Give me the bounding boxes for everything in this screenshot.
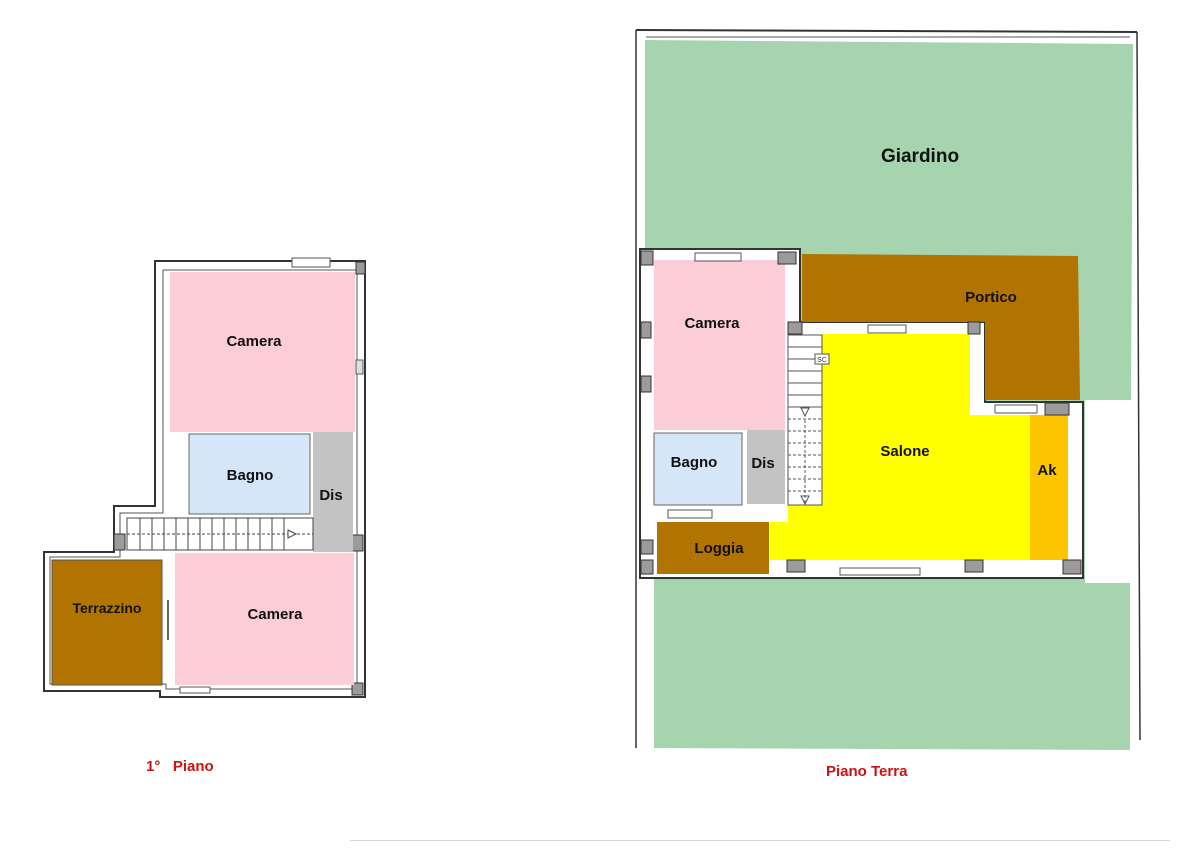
first-floor-caption: 1° Piano	[146, 758, 214, 775]
ground-floor-caption: Piano Terra	[826, 763, 908, 780]
portico-label: Portico	[965, 289, 1017, 306]
ground-floor-ak	[1030, 415, 1068, 560]
first-floor-stairs	[126, 517, 314, 551]
ground-floor-stairs	[787, 334, 830, 506]
ground-floor-salone	[770, 334, 1030, 560]
bottom-divider	[350, 840, 1170, 841]
first-floor-caption-name: Piano	[172, 758, 214, 775]
ground-floor-bagno-label: Bagno	[671, 454, 718, 471]
loggia-label: Loggia	[694, 540, 744, 557]
ground-floor-camera	[654, 260, 785, 430]
first-floor-camera-top-label: Camera	[226, 333, 282, 350]
ak-label: Ak	[1037, 462, 1057, 479]
first-floor-camera-bottom	[175, 553, 354, 685]
first-floor-dis-label: Dis	[319, 487, 342, 504]
ground-floor-portico	[802, 254, 1080, 400]
giardino-label: Giardino	[881, 146, 959, 167]
ground-floor-camera-label: Camera	[684, 315, 740, 332]
salone-label: Salone	[880, 443, 929, 460]
ground-floor-plan: SC Giardino Portico Camera Salone Ak Bag…	[635, 29, 1141, 750]
ground-floor-dis	[747, 430, 785, 504]
first-floor-bagno-label: Bagno	[227, 467, 274, 484]
ground-floor-bagno	[653, 432, 743, 506]
first-floor-dis	[313, 432, 353, 552]
first-floor-bagno	[188, 433, 311, 515]
first-floor-camera-top	[170, 272, 355, 432]
first-floor-walls	[43, 260, 366, 698]
first-floor-plan: Camera Bagno Dis Terrazzino Camera	[43, 257, 366, 698]
first-floor-caption-number: 1°	[146, 758, 161, 775]
first-floor-terrazzino	[51, 559, 163, 686]
ground-floor-dis-label: Dis	[751, 455, 774, 472]
first-floor-terrazzino-label: Terrazzino	[73, 600, 142, 616]
ground-floor-loggia	[657, 522, 769, 574]
stair-mark-sc: SC	[817, 357, 827, 364]
first-floor-camera-bottom-label: Camera	[247, 606, 303, 623]
